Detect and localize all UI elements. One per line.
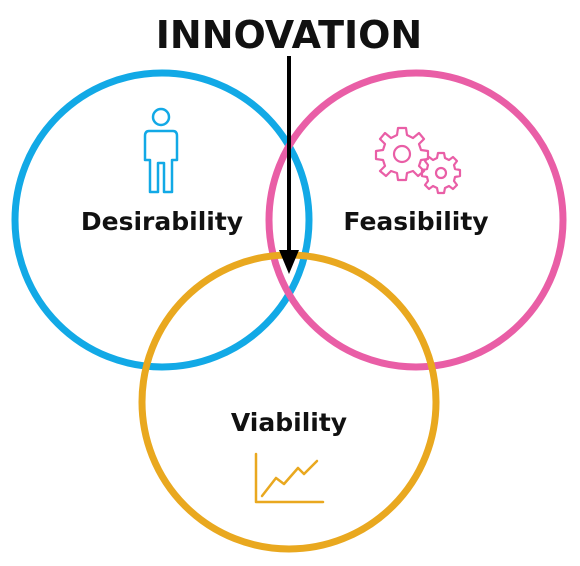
desirability-circle bbox=[11, 69, 313, 371]
gears-icon bbox=[374, 126, 462, 195]
line-chart-icon bbox=[254, 452, 325, 504]
feasibility-label: Feasibility bbox=[343, 207, 488, 236]
viability-label: Viability bbox=[231, 408, 347, 437]
person-icon bbox=[143, 107, 179, 194]
feasibility-circle bbox=[265, 69, 567, 371]
innovation-title: INNOVATION bbox=[156, 13, 422, 57]
desirability-label: Desirability bbox=[81, 207, 243, 236]
innovation-arrow bbox=[279, 56, 299, 274]
